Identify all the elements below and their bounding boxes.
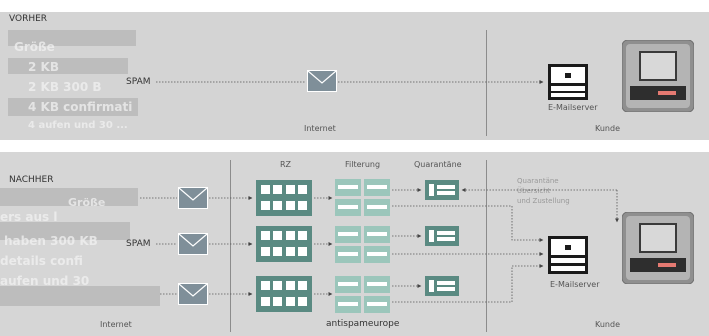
- quarantine-icon: [425, 226, 459, 246]
- ghost-text: Größe: [68, 196, 106, 209]
- ghost-block: [8, 30, 136, 46]
- filter-server-icon: [335, 226, 390, 263]
- ghost-text: aufen und 30: [0, 274, 90, 288]
- quarantine-icon: [425, 276, 459, 296]
- quarantine-icon: [425, 180, 459, 200]
- mailserver-label-bottom: E-Mailserver: [550, 280, 600, 289]
- internet-label-bottom: Internet: [100, 320, 132, 329]
- kunde-label-top: Kunde: [595, 124, 620, 133]
- ghost-text: 4 aufen und 30 ...: [28, 120, 128, 131]
- ghost-block: [8, 58, 128, 74]
- ghost-text: Größe: [14, 40, 55, 54]
- envelope-icon: [178, 233, 208, 255]
- spam-label-bottom: SPAM: [126, 239, 151, 249]
- filterung-label: Filterung: [345, 160, 381, 169]
- quarantaene-label: Quarantäne: [414, 160, 462, 169]
- kunde-label-bottom: Kunde: [595, 320, 620, 329]
- ghost-text: 2 KB: [28, 60, 59, 74]
- quarantaene-note-1: Quarantäne: [517, 177, 559, 185]
- envelope-icon: [307, 70, 337, 92]
- ghost-text: ers aus l: [0, 210, 58, 224]
- rz-server-icon: [256, 180, 312, 216]
- divider-bottom-right: [486, 160, 487, 332]
- nachher-title: NACHHER: [9, 175, 54, 185]
- mailserver-label-top: E-Mailserver: [548, 103, 598, 112]
- filter-server-icon: [335, 276, 390, 313]
- mailserver-icon: [548, 236, 588, 274]
- mailserver-icon: [548, 64, 588, 100]
- rz-server-icon: [256, 226, 312, 262]
- ghost-text: details confi: [0, 254, 83, 268]
- ghost-block: [0, 286, 160, 306]
- filter-server-icon: [335, 179, 390, 216]
- rz-label: RZ: [280, 160, 292, 169]
- rz-server-icon: [256, 276, 312, 312]
- envelope-icon: [178, 283, 208, 305]
- ghost-block: [0, 222, 130, 240]
- antispam-label: antispameurope: [326, 319, 400, 329]
- quarantaene-note-3: und Zustellung: [517, 197, 570, 205]
- envelope-icon: [178, 187, 208, 209]
- divider-bottom-left: [230, 160, 231, 332]
- ghost-block: [0, 188, 138, 206]
- ghost-text: 4 KB confirmati: [28, 100, 133, 114]
- divider-top: [486, 30, 487, 136]
- computer-icon: [622, 212, 694, 284]
- vorher-title: VORHER: [9, 14, 48, 24]
- ghost-text: 2 KB 300 B: [28, 80, 102, 94]
- ghost-text: haben 300 KB: [4, 234, 98, 248]
- spam-label-top: SPAM: [126, 77, 151, 87]
- internet-label-top: Internet: [304, 124, 336, 133]
- ghost-block: [8, 98, 138, 116]
- computer-icon: [622, 40, 694, 112]
- quarantaene-note-2: Übersicht: [517, 187, 551, 195]
